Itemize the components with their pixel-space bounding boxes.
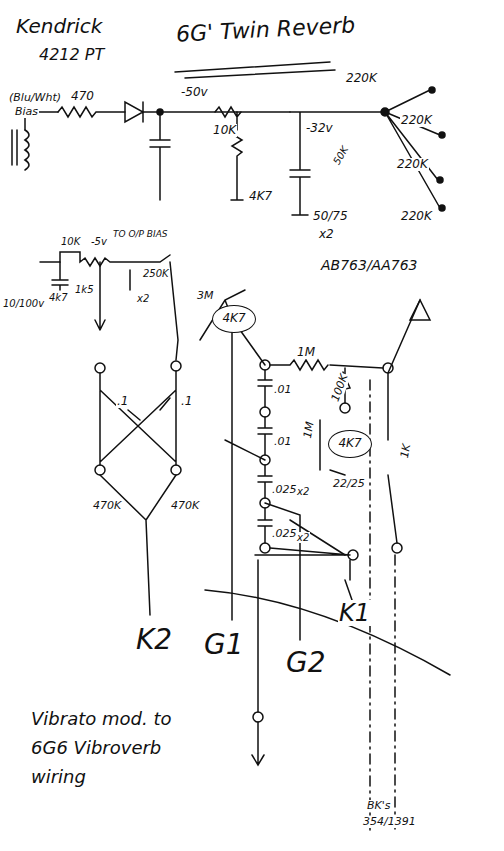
- pin-name: G1: [203, 630, 245, 661]
- filter-cap: [290, 112, 385, 215]
- value: .1: [116, 395, 129, 408]
- value: 3M: [196, 290, 215, 302]
- title-underline: [175, 62, 330, 72]
- voltage: -32v: [305, 122, 334, 135]
- voltage: -50v: [180, 86, 209, 99]
- pin-name: K1: [338, 600, 371, 626]
- value: 10/100v: [2, 298, 45, 309]
- pin-name: K2: [135, 625, 173, 656]
- value: 50/75: [312, 210, 349, 223]
- transformer-symbol: [12, 112, 58, 170]
- circled-value: 4K7: [328, 430, 372, 458]
- model-number: AB763/AA763: [320, 258, 419, 273]
- value: 470K: [170, 500, 200, 512]
- coupling-caps: [100, 371, 176, 465]
- value: 4K7: [221, 312, 246, 325]
- part-number: 4212 PT: [38, 46, 105, 64]
- value: 4k7: [48, 292, 69, 303]
- filter-cap: [143, 112, 290, 200]
- value: 220K: [396, 158, 429, 171]
- note: TO O/P BIAS: [112, 230, 169, 240]
- voltage: -5v: [90, 236, 108, 247]
- heading: Kendrick: [15, 15, 103, 37]
- note: x2: [136, 293, 150, 304]
- title-underline: [185, 70, 335, 78]
- diode-symbol: [125, 102, 143, 122]
- value: 4K7: [248, 190, 273, 203]
- title: 6G' Twin Reverb: [174, 13, 356, 47]
- value: 1k5: [74, 284, 95, 295]
- note: x2: [296, 486, 310, 497]
- value: 4K7: [337, 437, 362, 450]
- value: 470K: [92, 500, 122, 512]
- value: 100K: [329, 372, 351, 405]
- note: Bias: [14, 106, 39, 118]
- wire-colour: (Blu/Wht): [8, 92, 62, 104]
- value: 50K: [331, 144, 351, 168]
- value: 250K: [142, 268, 170, 279]
- value: .01: [273, 436, 293, 448]
- circled-value: 4K7: [212, 305, 256, 333]
- value: 1M: [296, 346, 316, 359]
- resistor-symbol: [58, 107, 125, 117]
- output-lug: [253, 712, 263, 722]
- value: .01: [273, 384, 293, 396]
- value: 22/25: [332, 478, 366, 490]
- value: .025: [271, 484, 298, 496]
- value: 220K: [400, 114, 433, 127]
- note: 354/1391: [362, 816, 417, 828]
- k2-resistors: [100, 475, 176, 615]
- value: 470: [70, 90, 95, 103]
- value: 10K: [60, 236, 81, 247]
- bias-network: [40, 252, 178, 360]
- note: Vibrato mod. to 6G6 Vibroverb wiring: [30, 705, 182, 791]
- value: 220K: [345, 72, 378, 85]
- bias-resistors: [385, 90, 440, 208]
- note: BK's: [366, 800, 392, 812]
- note: x2: [318, 228, 335, 241]
- note: x2: [296, 532, 310, 543]
- value: 1K: [399, 442, 414, 460]
- value: 10K: [212, 124, 237, 137]
- value: .025: [271, 528, 298, 540]
- value: 1M: [302, 420, 317, 440]
- value: .1: [180, 395, 193, 408]
- bias-pot: [215, 107, 243, 200]
- value: 220K: [400, 210, 433, 223]
- pin-name: G2: [285, 648, 327, 679]
- vibrato-circuit: [200, 290, 450, 830]
